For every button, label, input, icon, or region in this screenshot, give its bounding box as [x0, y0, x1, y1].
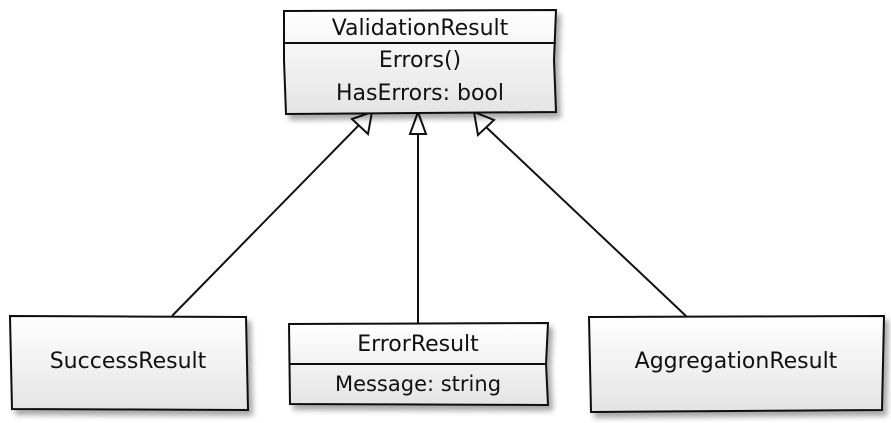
class-name-error-result: ErrorResult: [357, 332, 479, 357]
class-member: Errors(): [379, 48, 461, 73]
class-name-validation-result: ValidationResult: [332, 16, 509, 41]
aggregation-to-base-line: [485, 126, 687, 317]
class-name-success-result: SuccessResult: [50, 349, 207, 374]
class-box-validation-result: [283, 8, 558, 116]
class-success-result: [8, 314, 250, 412]
inheritance-connectors: [171, 109, 687, 323]
class-validation-result: [283, 8, 558, 116]
generalization-arrow-center: [408, 109, 428, 135]
class-name-aggregation-result: AggregationResult: [635, 349, 838, 374]
class-member: HasErrors: bool: [336, 81, 504, 106]
class-box-success-result: [8, 314, 250, 412]
generalization-arrow-left: [350, 110, 374, 136]
class-member: Message: string: [335, 372, 501, 396]
generalization-arrow-right: [472, 110, 496, 137]
success-to-base-line: [171, 123, 361, 317]
class-error-result: [287, 321, 550, 407]
class-box-aggregation-result: [587, 314, 886, 414]
class-aggregation-result: [587, 314, 886, 414]
